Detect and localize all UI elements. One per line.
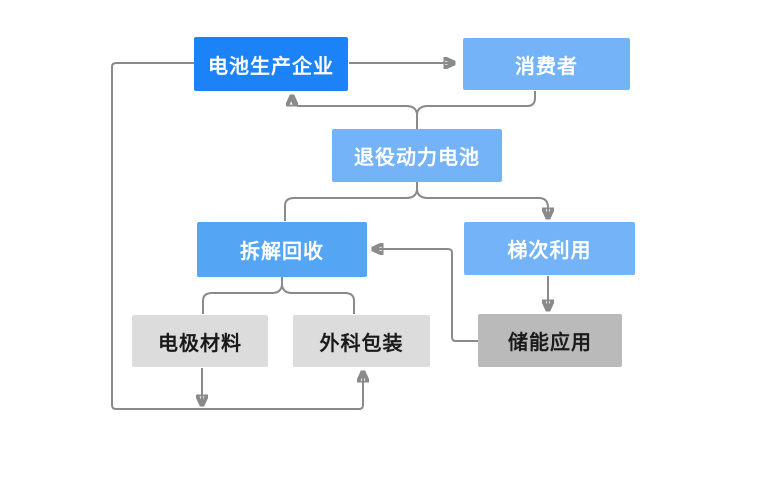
node-consumer: 消费者 bbox=[463, 38, 630, 90]
edge-storage-to-dismantle bbox=[372, 249, 478, 342]
node-battery-producer: 电池生产企业 bbox=[194, 37, 348, 91]
edge-bus-loop bbox=[111, 62, 363, 410]
node-shell-packaging: 外科包装 bbox=[293, 315, 430, 367]
edge-dismantle-to-packaging bbox=[281, 284, 355, 314]
node-cascade-use: 梯次利用 bbox=[464, 222, 635, 275]
node-energy-storage: 储能应用 bbox=[478, 314, 622, 367]
node-retired-battery: 退役动力电池 bbox=[332, 129, 502, 182]
edge-consumer-to-retired bbox=[416, 91, 536, 115]
edge-retired-to-dismantle bbox=[284, 189, 418, 221]
edge-retired-to-cascade bbox=[416, 189, 548, 219]
edge-dismantle-to-electrode bbox=[202, 284, 283, 314]
node-electrode-material: 电极材料 bbox=[132, 315, 268, 367]
node-dismantle-recycle: 拆解回收 bbox=[197, 222, 367, 277]
edge-retired-to-producer bbox=[292, 95, 418, 115]
